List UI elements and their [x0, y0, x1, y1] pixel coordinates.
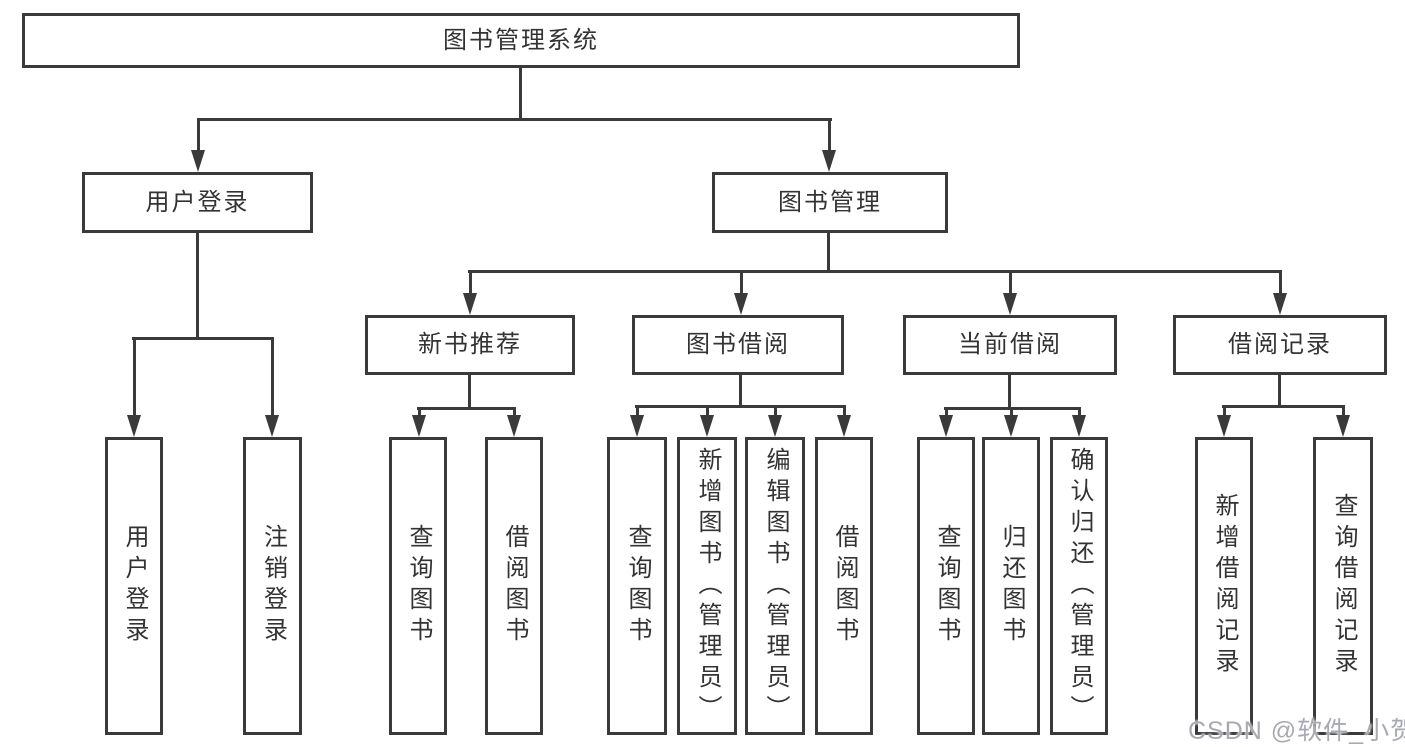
down-arrow-icon — [191, 121, 205, 172]
connector-line — [1008, 375, 1011, 409]
node-book-management-label: 图书管理 — [778, 188, 882, 216]
down-arrow-icon — [630, 408, 644, 437]
down-arrow-icon — [1003, 273, 1017, 315]
connector-line — [132, 337, 274, 340]
down-arrow-icon — [734, 273, 748, 315]
node-book-management: 图书管理 — [712, 172, 948, 233]
node-new-book-recommend-label: 新书推荐 — [418, 331, 522, 358]
connector-line — [196, 233, 199, 340]
node-book-borrow: 图书借阅 — [632, 315, 844, 375]
connector-line — [635, 405, 846, 408]
down-arrow-icon — [463, 273, 477, 315]
down-arrow-icon — [837, 408, 851, 437]
leaf-confirm-return-admin: 确认归还（管理员） — [1050, 437, 1108, 735]
connector-line — [1278, 375, 1281, 407]
down-arrow-icon — [939, 410, 953, 437]
node-root: 图书管理系统 — [22, 13, 1020, 68]
leaf-add-books-admin-label: 新增图书（管理员） — [694, 446, 721, 726]
leaf-query-borrow-record-label: 查询借阅记录 — [1330, 493, 1357, 679]
node-current-borrow-label: 当前借阅 — [958, 331, 1062, 358]
leaf-add-borrow-record: 新增借阅记录 — [1195, 437, 1253, 735]
leaf-query-books-borrow-label: 查询图书 — [624, 524, 651, 648]
leaf-user-login-label: 用户登录 — [121, 524, 148, 648]
leaf-query-books-rec-label: 查询图书 — [405, 524, 432, 648]
node-borrow-records: 借阅记录 — [1173, 315, 1387, 375]
node-user-login-label: 用户登录 — [145, 188, 250, 216]
leaf-return-books: 归还图书 — [982, 437, 1040, 735]
down-arrow-icon — [1072, 410, 1086, 437]
down-arrow-icon — [1336, 408, 1350, 437]
leaf-edit-books-admin: 编辑图书（管理员） — [745, 437, 805, 735]
down-arrow-icon — [768, 408, 782, 437]
connector-line — [417, 407, 516, 410]
leaf-edit-books-admin-label: 编辑图书（管理员） — [762, 446, 789, 726]
leaf-query-books-borrow: 查询图书 — [607, 437, 667, 735]
watermark: CSDN @软件_小贺同学 — [1188, 717, 1405, 745]
connector-line — [197, 118, 832, 121]
leaf-confirm-return-admin-label: 确认归还（管理员） — [1066, 446, 1093, 726]
leaf-logout: 注销登录 — [243, 437, 302, 735]
leaf-borrow-books-label: 借阅图书 — [831, 524, 858, 648]
connector-line — [468, 375, 471, 409]
down-arrow-icon — [700, 408, 714, 437]
connector-line — [944, 407, 1081, 410]
down-arrow-icon — [412, 410, 426, 437]
connector-line — [1222, 405, 1345, 408]
node-new-book-recommend: 新书推荐 — [365, 315, 575, 375]
down-arrow-icon — [1217, 408, 1231, 437]
connector-line — [827, 233, 830, 273]
leaf-borrow-books: 借阅图书 — [815, 437, 873, 735]
down-arrow-icon — [127, 340, 141, 437]
down-arrow-icon — [1004, 410, 1018, 437]
leaf-query-borrow-record: 查询借阅记录 — [1313, 437, 1373, 735]
node-root-label: 图书管理系统 — [443, 26, 599, 54]
leaf-add-borrow-record-label: 新增借阅记录 — [1211, 493, 1238, 679]
node-user-login: 用户登录 — [82, 172, 313, 233]
connector-line — [519, 68, 522, 121]
node-current-borrow: 当前借阅 — [903, 315, 1117, 375]
leaf-borrow-books-rec-label: 借阅图书 — [501, 524, 528, 648]
leaf-query-books-rec: 查询图书 — [389, 437, 447, 735]
leaf-borrow-books-rec: 借阅图书 — [485, 437, 543, 735]
connector-line — [739, 375, 742, 407]
down-arrow-icon — [1273, 273, 1287, 315]
down-arrow-icon — [507, 410, 521, 437]
leaf-add-books-admin: 新增图书（管理员） — [677, 437, 737, 735]
down-arrow-icon — [265, 340, 279, 437]
connector-line — [468, 270, 1282, 273]
leaf-query-books-current-label: 查询图书 — [933, 524, 960, 648]
leaf-user-login: 用户登录 — [105, 437, 163, 735]
leaf-return-books-label: 归还图书 — [998, 524, 1025, 648]
node-borrow-records-label: 借阅记录 — [1228, 331, 1332, 358]
node-book-borrow-label: 图书借阅 — [686, 331, 790, 358]
leaf-logout-label: 注销登录 — [259, 524, 287, 648]
down-arrow-icon — [822, 121, 836, 172]
leaf-query-books-current: 查询图书 — [917, 437, 975, 735]
